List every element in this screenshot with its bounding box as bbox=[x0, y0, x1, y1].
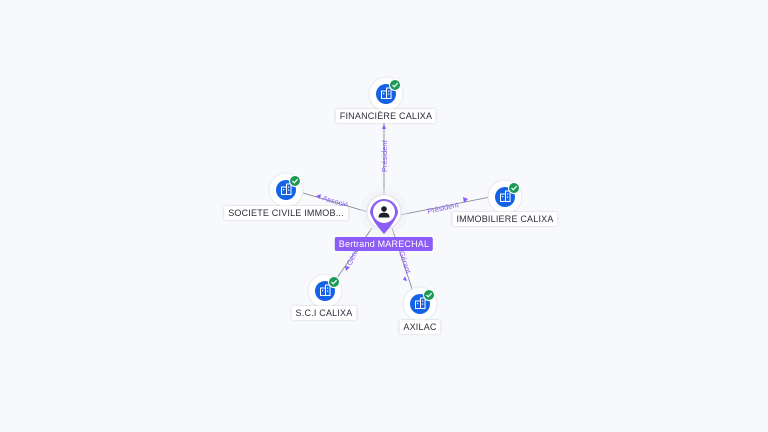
person-icon bbox=[378, 206, 390, 218]
verified-check-icon bbox=[328, 276, 340, 288]
edge-arrow-financiere bbox=[382, 124, 386, 129]
edge-arrow-societe bbox=[316, 194, 321, 199]
center-node[interactable] bbox=[360, 188, 408, 236]
company-building-icon bbox=[320, 284, 331, 296]
company-node-societe[interactable] bbox=[268, 172, 304, 208]
edge-societe bbox=[302, 192, 369, 213]
company-node-financiere[interactable] bbox=[368, 76, 404, 112]
company-label-sci[interactable]: S.C.I CALIXA bbox=[291, 306, 357, 320]
company-building-icon bbox=[281, 183, 292, 195]
center-person-label[interactable]: Bertrand MARECHAL bbox=[334, 237, 434, 251]
edge-label-axilac: Gérant bbox=[397, 250, 413, 275]
company-label-axilac[interactable]: AXILAC bbox=[399, 320, 441, 334]
edge-label-financiere: Président bbox=[380, 139, 389, 172]
verified-check-icon bbox=[508, 182, 520, 194]
verified-check-icon bbox=[289, 175, 301, 187]
company-node-sci[interactable] bbox=[307, 273, 343, 309]
verified-check-icon bbox=[423, 289, 435, 301]
verified-check-icon bbox=[389, 79, 401, 91]
edge-arrow-axilac bbox=[403, 276, 407, 281]
center-node-face bbox=[373, 201, 395, 223]
company-label-immobiliere[interactable]: IMMOBILIERE CALIXA bbox=[452, 212, 558, 226]
company-building-icon bbox=[381, 87, 392, 99]
company-building-icon bbox=[500, 190, 511, 202]
edge-arrow-sci bbox=[345, 266, 350, 271]
company-node-axilac[interactable] bbox=[402, 286, 438, 322]
company-node-immobiliere[interactable] bbox=[487, 179, 523, 215]
edge-arrow-immobiliere bbox=[463, 197, 468, 203]
company-label-societe[interactable]: SOCIETE CIVILE IMMOB... bbox=[224, 206, 348, 220]
company-building-icon bbox=[415, 297, 426, 309]
edge-immobiliere bbox=[399, 196, 491, 216]
company-label-financiere[interactable]: FINANCIÈRE CALIXA bbox=[335, 109, 437, 123]
